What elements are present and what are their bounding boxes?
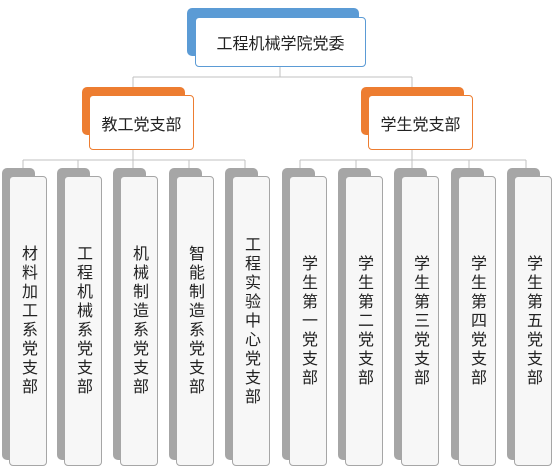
leaf-node: 学生第二党支部 [345,176,383,466]
leaf-node: 材料加工系党支部 [9,176,47,466]
leaf-node-label: 学生第一党支部 [299,254,318,388]
branch-node-label: 教工党支部 [101,114,182,134]
leaf-node-label: 工程实验中心党支部 [242,235,261,407]
leaf-node: 学生第一党支部 [289,176,327,466]
root-node-label: 工程机械学院党委 [216,34,345,53]
root-node: 工程机械学院党委 [195,17,366,67]
leaf-node-label: 学生第四党支部 [468,254,487,388]
leaf-node-label: 智能制造系党支部 [186,245,205,397]
branch-node-teachers: 教工党支部 [89,95,194,150]
branch-node-label: 学生党支部 [380,114,461,134]
leaf-node: 工程实验中心党支部 [232,176,270,466]
branch-node-students: 学生党支部 [368,95,473,150]
leaf-node: 学生第四党支部 [458,176,496,466]
leaf-node: 机械制造系党支部 [120,176,158,466]
leaf-node-label: 学生第三党支部 [411,254,430,388]
leaf-node-label: 学生第二党支部 [355,254,374,388]
leaf-node-label: 学生第五党支部 [524,254,543,388]
leaf-node: 学生第五党支部 [514,176,552,466]
leaf-node-label: 工程机械系党支部 [74,245,93,397]
leaf-node: 智能制造系党支部 [176,176,214,466]
leaf-node: 学生第三党支部 [401,176,439,466]
leaf-node-label: 材料加工系党支部 [19,245,38,397]
leaf-node-label: 机械制造系党支部 [130,245,149,397]
leaf-node: 工程机械系党支部 [64,176,102,466]
